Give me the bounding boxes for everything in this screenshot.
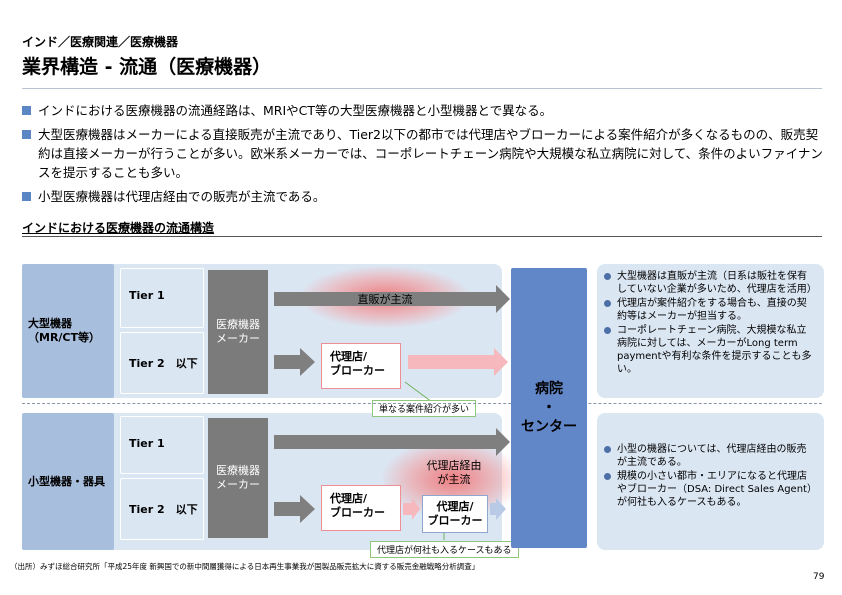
square-bullet-icon: [22, 192, 31, 201]
maker-box: 医療機器 メーカー: [208, 418, 268, 538]
small-agent2-to-hospital-arrow: [490, 498, 506, 520]
square-bullet-icon: [22, 106, 31, 115]
page-title: 業界構造 - 流通（医療機器）: [22, 56, 272, 78]
section-separator: [22, 403, 822, 404]
notes-large-equipment: 大型機器は直販が主流（日系は販社を保有していない企業が多いため、代理店を活用） …: [597, 264, 824, 398]
tier2-label: Tier 2 以下: [120, 332, 204, 394]
square-bullet-icon: [22, 130, 31, 139]
note-item: 小型の機器については、代理店経由の販売が主流である。: [604, 443, 814, 469]
note-item: コーポレートチェーン病院、大規模な私立病院に対しては、メーカーがLong ter…: [604, 324, 814, 376]
bullet-dot-icon: [604, 273, 611, 280]
notes-small-equipment: 小型の機器については、代理店経由の販売が主流である。 規模の小さい都市・エリアに…: [597, 413, 824, 550]
source-note: （出所）みずほ総合研究所「平成25年度 新興国での新中間層獲得による日本再生事業…: [10, 562, 480, 571]
agent-broker-box: 代理店/ ブローカー: [321, 485, 401, 531]
tier2-label: Tier 2 以下: [120, 478, 204, 540]
small-agent-to-agent-arrow: [403, 498, 420, 520]
small-maker-to-agent-arrow: [274, 495, 315, 523]
bullet-item: インドにおける医療機器の流通経路は、MRIやCT等の大型医療機器と小型機器とで異…: [22, 101, 828, 120]
category-small-equipment: 小型機器・器具: [22, 413, 114, 550]
note-item: 大型機器は直販が主流（日系は販社を保有していない企業が多いため、代理店を活用）: [604, 270, 817, 296]
callout-referral: 単なる案件紹介が多い: [372, 400, 477, 417]
page-number: 79: [813, 572, 825, 582]
category-large-equipment: 大型機器 （MR/CT等）: [22, 264, 114, 398]
large-maker-to-agent-arrow: [274, 348, 315, 376]
note-item: 代理店が案件紹介をする場合も、直接の契約等はメーカーが担当する。: [604, 297, 814, 323]
tier1-label: Tier 1: [120, 416, 204, 474]
hospital-center-box: 病院 ・ センター: [511, 268, 587, 548]
bullet-dot-icon: [604, 327, 611, 334]
callout-leader-line: [404, 381, 433, 403]
title-divider: [22, 88, 822, 89]
bullet-dot-icon: [604, 446, 611, 453]
callout-multiple-agents: 代理店が何社も入るケースもある: [370, 541, 519, 558]
tier1-label: Tier 1: [120, 268, 204, 328]
breadcrumb: インド／医療関連／医療機器: [22, 35, 179, 49]
bullet-dot-icon: [604, 473, 611, 480]
agent-broker-box-secondary: 代理店/ ブローカー: [422, 495, 488, 533]
section-divider: [22, 236, 822, 237]
large-agent-to-hospital-arrow: [408, 348, 508, 376]
note-item: 規模の小さい都市・エリアになると代理店やブローカー（DSA: Direct Sa…: [604, 470, 814, 509]
small-direct-arrow: [274, 428, 510, 456]
bullet-item: 大型医療機器はメーカーによる直接販売が主流であり、Tier2以下の都市では代理店…: [22, 125, 828, 182]
direct-sales-label: 直販が主流: [357, 293, 413, 306]
bullet-item: 小型医療機器は代理店経由での販売が主流である。: [22, 187, 828, 206]
bullet-dot-icon: [604, 300, 611, 307]
direct-flow-arrow: [274, 285, 510, 313]
agent-broker-box: 代理店/ ブローカー: [321, 343, 401, 389]
maker-box: 医療機器 メーカー: [208, 270, 268, 394]
section-title: インドにおける医療機器の流通構造: [22, 221, 215, 235]
agent-sales-label: 代理店経由 が主流: [426, 459, 482, 486]
